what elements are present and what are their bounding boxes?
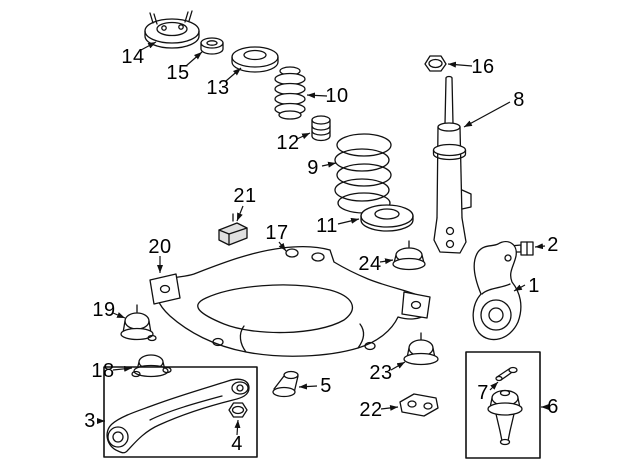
callout-15[interactable]: 15	[166, 62, 190, 84]
leader-line-21	[236, 205, 244, 222]
callout-17[interactable]: 17	[265, 222, 289, 244]
callout-6[interactable]: 6	[547, 396, 559, 418]
leader-line-17	[278, 241, 287, 252]
callout-11[interactable]: 11	[316, 215, 338, 237]
part-cotter-pin	[495, 366, 518, 382]
leader-line-9	[321, 161, 337, 168]
leader-line-7	[489, 381, 499, 391]
callout-18[interactable]: 18	[91, 360, 115, 382]
callout-21[interactable]: 21	[233, 185, 257, 207]
leader-line-11	[337, 217, 360, 225]
callout-7[interactable]: 7	[477, 382, 489, 404]
callout-23[interactable]: 23	[369, 362, 393, 384]
leader-line-1	[513, 284, 526, 292]
callout-24[interactable]: 24	[358, 253, 382, 275]
callout-14[interactable]: 14	[121, 46, 145, 68]
callout-3[interactable]: 3	[84, 410, 96, 432]
part-subframe-crossmember	[149, 246, 431, 357]
leader-line-22	[380, 404, 399, 411]
part-ball-joint-nut	[228, 402, 248, 418]
leader-line-18	[112, 365, 133, 372]
leader-line-14	[140, 41, 157, 51]
part-strut-mount	[144, 10, 200, 49]
part-lower-control-arm	[106, 378, 250, 454]
part-strut-nut	[424, 55, 447, 72]
leader-lines	[97, 41, 549, 436]
control-arm-group-box	[103, 366, 258, 458]
leader-line-15	[185, 51, 203, 67]
ball-joint-group-box	[465, 351, 541, 459]
part-upper-spring-seat	[231, 46, 279, 73]
leader-line-23	[390, 361, 406, 371]
leader-line-10	[306, 92, 328, 99]
callout-1[interactable]: 1	[528, 275, 540, 297]
leader-line-12	[296, 132, 311, 140]
part-steering-knuckle	[472, 241, 522, 341]
leader-line-4	[234, 419, 241, 436]
leader-line-16	[447, 61, 473, 68]
part-dust-boot	[274, 66, 306, 120]
part-coil-spring	[334, 133, 392, 214]
callout-20[interactable]: 20	[148, 236, 172, 258]
leader-line-24	[379, 258, 394, 265]
part-arm-damper	[272, 370, 299, 398]
callout-19[interactable]: 19	[92, 299, 116, 321]
part-lower-spring-seat	[360, 204, 414, 232]
part-strut-bearing	[200, 37, 224, 55]
callout-8[interactable]: 8	[513, 89, 525, 111]
callout-5[interactable]: 5	[320, 375, 332, 397]
leader-line-13	[225, 67, 242, 82]
part-subframe-mount-rear	[392, 240, 426, 271]
part-mount-bracket	[399, 393, 439, 417]
callout-2[interactable]: 2	[547, 234, 559, 256]
leader-line-8	[463, 101, 511, 128]
callout-22[interactable]: 22	[359, 399, 383, 421]
callout-12[interactable]: 12	[276, 132, 300, 154]
callout-10[interactable]: 10	[325, 85, 349, 107]
callout-9[interactable]: 9	[307, 157, 319, 179]
callout-4[interactable]: 4	[231, 433, 243, 455]
part-ball-joint	[487, 389, 523, 446]
callout-13[interactable]: 13	[206, 77, 230, 99]
part-bump-stop	[311, 115, 331, 142]
part-subframe-bushing-left	[120, 304, 157, 342]
part-subframe-mount-rear-lower	[403, 332, 439, 366]
part-arm-mount-front	[131, 354, 172, 378]
part-sensor-bracket	[218, 213, 248, 246]
leader-line-19	[112, 312, 126, 319]
part-strut-assembly	[432, 75, 472, 254]
leader-line-2	[534, 243, 546, 250]
callout-16[interactable]: 16	[471, 56, 495, 78]
leader-line-5	[298, 383, 318, 390]
parts-artwork	[103, 10, 541, 459]
